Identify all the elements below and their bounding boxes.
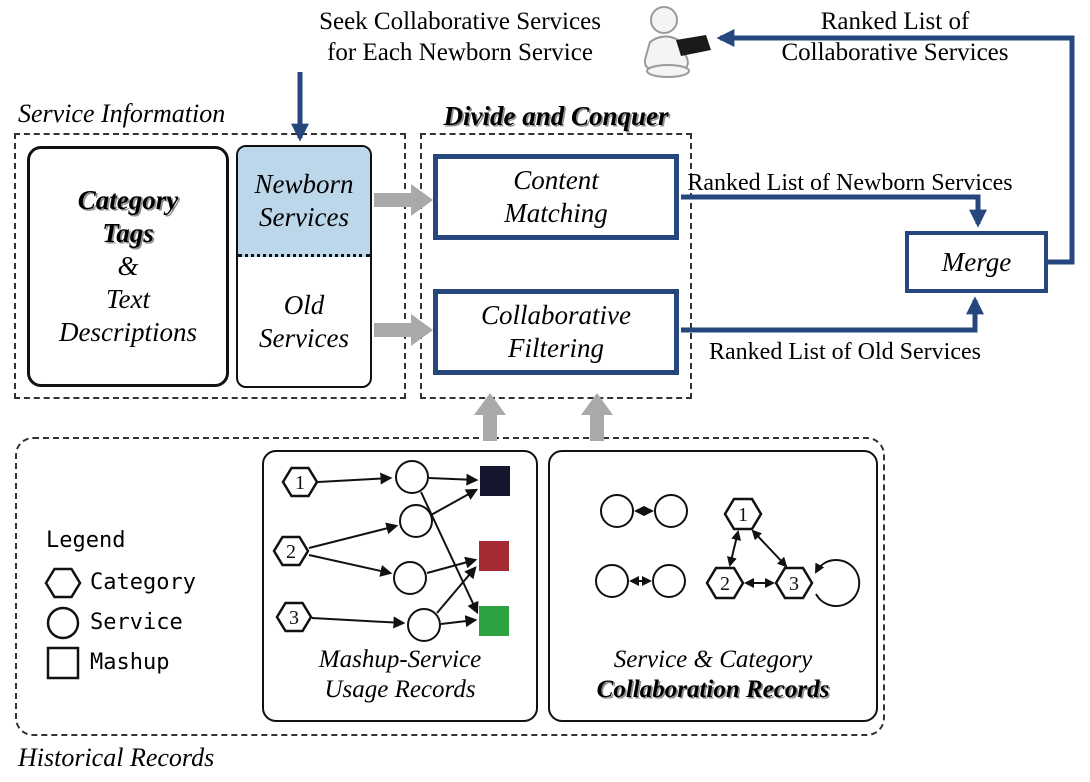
newborn-line1: Newborn [254, 168, 354, 199]
old-line1: Old [283, 289, 325, 320]
divide-and-conquer-box [420, 133, 692, 399]
arrow-content-matching-to-merge [681, 194, 987, 228]
category-tags-line1: Category [77, 185, 179, 215]
person-head [650, 6, 678, 34]
ranked-collaborative-line2: Collaborative Services [781, 39, 1009, 66]
seek-collaborative-label: Seek Collaborative Services for Each New… [280, 6, 640, 68]
legend-mashup-label: Mashup [90, 650, 170, 675]
service-information-box [14, 133, 406, 399]
arrow-collaborative-filtering-to-merge [681, 296, 984, 333]
usage-records-caption-line1: Mashup-Service [318, 646, 482, 673]
ranked-newborn-label: Ranked List of Newborn Services [687, 170, 1013, 196]
usage-records-caption: Mashup-Service Usage Records [262, 645, 538, 705]
laptop-icon [676, 35, 711, 56]
legend-title: Legend [46, 528, 126, 553]
category-tags-box: Category Tags & Text Descriptions [27, 146, 229, 387]
arrow-merge-to-person [716, 29, 1075, 265]
collaboration-records-caption: Service & Category Collaboration Records [548, 645, 878, 705]
newborn-line2: Services [259, 201, 349, 232]
seek-collaborative-line1: Seek Collaborative Services [319, 8, 601, 35]
merge-label: Merge [941, 246, 1012, 277]
divide-and-conquer-title: Divide and Conquer [443, 101, 669, 131]
content-matching-box: Content Matching [433, 154, 679, 240]
merge-box: Merge [905, 231, 1048, 293]
ranked-collaborative-line1: Ranked List of [820, 8, 970, 35]
content-matching-line2: Matching [504, 198, 608, 228]
old-services-box: Old Services [238, 257, 370, 386]
collaborative-filtering-line2: Filtering [508, 333, 604, 363]
collaboration-records-caption-line2: Collaboration Records [596, 676, 830, 703]
service-information-title: Service Information [18, 99, 226, 128]
person-body [643, 35, 689, 71]
category-tags-line4: Text [105, 284, 150, 314]
services-box: Newborn Services Old Services [236, 145, 372, 388]
newborn-services-box: Newborn Services [238, 147, 370, 257]
person-base [646, 64, 690, 78]
collaboration-records-caption-line1: Service & Category [613, 646, 813, 673]
content-matching-line1: Content [513, 165, 599, 195]
old-line2: Services [259, 322, 349, 353]
category-tags-line5: Descriptions [59, 317, 197, 347]
usage-records-caption-line2: Usage Records [324, 676, 476, 703]
collaborative-filtering-line1: Collaborative [481, 300, 631, 330]
ranked-collaborative-label: Ranked List of Collaborative Services [766, 6, 1024, 68]
arrow-collaboration-records-to-filtering [581, 393, 613, 441]
legend-service-label: Service [90, 610, 183, 635]
seek-collaborative-line2: for Each Newborn Service [327, 39, 593, 66]
arrow-usage-records-to-filtering [474, 393, 506, 441]
historical-records-box [15, 437, 885, 736]
collaborative-filtering-box: Collaborative Filtering [433, 289, 679, 375]
historical-records-title: Historical Records [18, 743, 215, 772]
ranked-old-label: Ranked List of Old Services [709, 339, 981, 365]
category-tags-line2: Tags [102, 218, 154, 248]
category-tags-line3: & [117, 251, 139, 281]
legend-category-label: Category [90, 570, 196, 595]
person-icon [643, 6, 711, 78]
